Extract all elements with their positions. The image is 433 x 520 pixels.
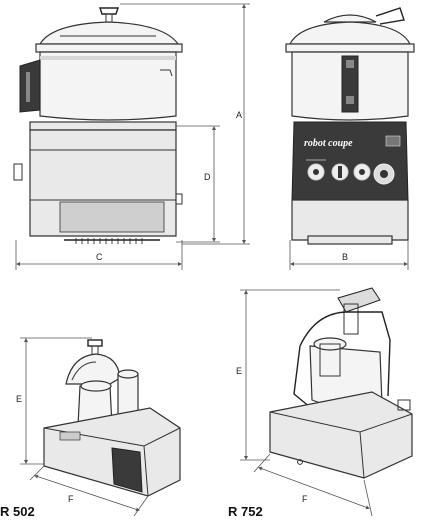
dimension-f-left: F [29, 465, 149, 517]
dimension-f-right: F [253, 453, 373, 517]
dimension-b: B [289, 240, 409, 270]
dimension-b-label: B [342, 252, 348, 262]
dimension-e-left-label: E [16, 394, 22, 404]
side-view-machine [13, 7, 183, 244]
dimension-e-left: E [16, 337, 92, 465]
brand-logo: robot coupe [304, 138, 353, 149]
dimension-d-label: D [204, 172, 211, 182]
dimension-d: D [176, 125, 220, 243]
model-label-r752: R 752 [228, 504, 263, 519]
r502-machine [43, 339, 181, 497]
front-view-machine: robot coupe [285, 7, 415, 245]
dimension-c: C [15, 240, 183, 270]
dimension-e-right-label: E [236, 366, 242, 376]
dimension-a-label: A [236, 110, 242, 120]
dimension-c-label: C [96, 252, 103, 262]
r752-machine [269, 287, 413, 479]
dimension-f-right-label: F [302, 494, 308, 504]
model-label-r502: R 502 [0, 504, 35, 519]
dimension-a: A [120, 3, 250, 245]
dimension-f-left-label: F [68, 494, 74, 504]
